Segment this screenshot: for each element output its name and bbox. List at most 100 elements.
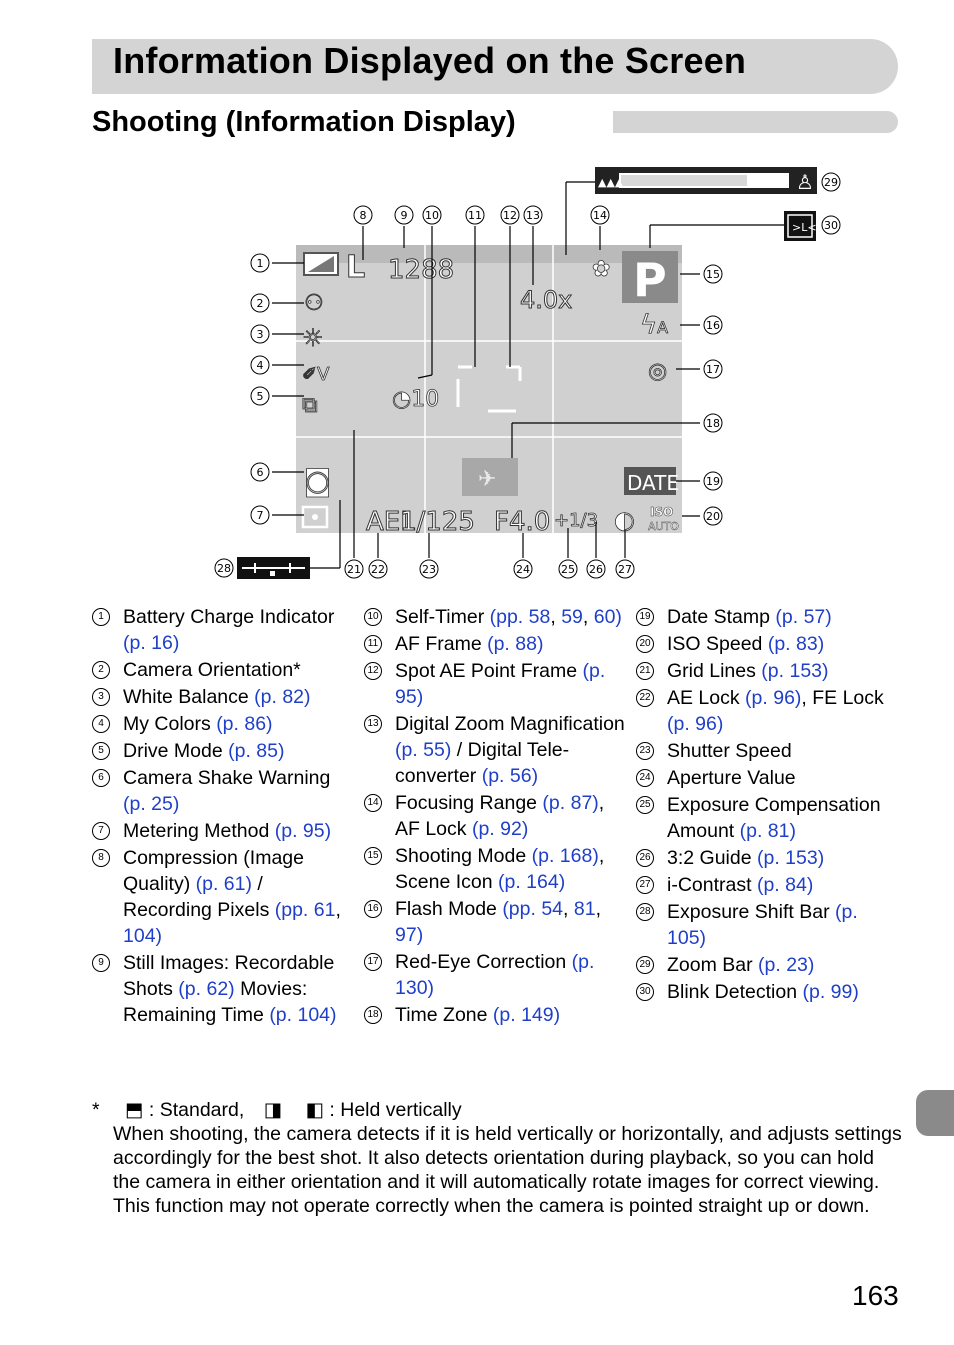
mode-text: P bbox=[633, 253, 667, 307]
svg-text:10: 10 bbox=[425, 209, 439, 222]
legend-number: 24 bbox=[636, 769, 654, 787]
callout-22: 22 bbox=[368, 559, 388, 579]
legend-text: Blink Detection bbox=[667, 981, 803, 1003]
legend-item: 7 Metering Method (p. 95) bbox=[92, 818, 357, 844]
callout-14: 14 bbox=[590, 205, 610, 225]
legend-number: 27 bbox=[636, 876, 654, 894]
page-reference-link[interactable]: (p. 96) bbox=[745, 687, 802, 709]
page-reference-link[interactable]: (p. 153) bbox=[756, 847, 825, 869]
legend-text: Shutter Speed bbox=[667, 740, 792, 762]
legend-text: Battery Charge Indicator bbox=[123, 606, 335, 628]
page-reference-link[interactable]: (p. 105) bbox=[667, 901, 858, 949]
page-reference-link[interactable]: (p. 86) bbox=[216, 713, 273, 735]
legend-item: 24 Aperture Value bbox=[636, 765, 901, 791]
svg-text:4: 4 bbox=[257, 359, 264, 372]
page-reference-link[interactable]: (p. 85) bbox=[228, 740, 285, 762]
page-reference-link[interactable]: (p. 88) bbox=[487, 633, 544, 655]
page-reference-link[interactable]: (p. 81) bbox=[739, 820, 796, 842]
legend-number: 18 bbox=[364, 1006, 382, 1024]
page-reference-link[interactable]: (p. 56) bbox=[481, 765, 539, 787]
svg-text:25: 25 bbox=[561, 563, 575, 576]
page-reference-link[interactable]: (p. 130) bbox=[395, 951, 595, 999]
legend-text: / Recording Pixels bbox=[123, 873, 275, 921]
page-reference-link[interactable]: (p. 62) bbox=[178, 978, 235, 1000]
page-reference-link[interactable]: (p. 61) bbox=[195, 873, 252, 895]
legend-number: 14 bbox=[364, 794, 382, 812]
page-reference-link[interactable]: (p. 99) bbox=[802, 981, 859, 1003]
page-reference-link[interactable]: 60) bbox=[593, 606, 622, 628]
callout-7: 7 bbox=[250, 505, 270, 525]
legend-text: Still Images: Recordable Shots bbox=[123, 952, 335, 1000]
shutter-text: 1/125 bbox=[400, 507, 475, 537]
legend-text: Compression (Image Quality) bbox=[123, 847, 304, 895]
self-timer-icon: ◔10 bbox=[392, 387, 439, 412]
page-reference-link[interactable]: 104) bbox=[123, 925, 163, 947]
legend-text: Metering Method bbox=[123, 820, 275, 842]
legend-number: 10 bbox=[364, 608, 382, 626]
callout-2: 2 bbox=[250, 293, 270, 313]
page-reference-link[interactable]: (pp. 54 bbox=[502, 898, 564, 920]
legend-number: 30 bbox=[636, 983, 654, 1001]
page-reference-link[interactable]: (p. 16) bbox=[123, 632, 180, 654]
svg-text:>L<: >L< bbox=[792, 221, 817, 234]
page-reference-link[interactable]: (p. 23) bbox=[758, 954, 815, 976]
compression-icon: L bbox=[346, 250, 365, 285]
legend-text: Movies: Remaining Time bbox=[123, 978, 308, 1026]
page-reference-link[interactable]: (p. 87) bbox=[542, 792, 599, 814]
page-reference-link[interactable]: 81 bbox=[573, 898, 596, 920]
page-reference-link[interactable]: (p. 25) bbox=[123, 793, 180, 815]
legend-number: 13 bbox=[364, 715, 382, 733]
i-contrast-icon: ◐ bbox=[614, 506, 635, 534]
legend-number: 29 bbox=[636, 956, 654, 974]
page-reference-link[interactable]: (p. 168) bbox=[531, 845, 599, 867]
camera-vertical-right-icon: ◧ bbox=[305, 1099, 324, 1121]
page-reference-link[interactable]: (p. 95) bbox=[274, 820, 332, 842]
page-reference-link[interactable]: (p. 57) bbox=[775, 606, 832, 628]
iso-icon: ISO bbox=[650, 505, 673, 519]
chapter-tab bbox=[916, 1090, 954, 1136]
zoom-bar-icon: ▲▲▲ ♙ bbox=[595, 167, 817, 194]
callout-28: 28 bbox=[214, 558, 234, 578]
legend-text: Spot AE Point Frame bbox=[395, 660, 583, 682]
page-reference-link[interactable]: (p. 96) bbox=[667, 713, 724, 735]
page-reference-link[interactable]: (p. 153) bbox=[761, 660, 829, 682]
legend-text: Aperture Value bbox=[667, 767, 796, 789]
page-reference-link[interactable]: 59 bbox=[561, 606, 583, 628]
callout-13: 13 bbox=[523, 205, 543, 225]
page-reference-link[interactable]: (p. 149) bbox=[492, 1004, 561, 1026]
page-reference-link[interactable]: (p. 55) bbox=[395, 739, 452, 761]
page-reference-link[interactable]: (p. 83) bbox=[767, 633, 825, 655]
page-reference-link[interactable]: (p. 92) bbox=[471, 818, 529, 840]
date-stamp-icon bbox=[624, 467, 676, 495]
page-reference-link[interactable]: (pp. 61 bbox=[274, 899, 336, 921]
camera-vertical-left-icon: ◨ bbox=[263, 1099, 283, 1121]
page-reference-link[interactable]: (p. 84) bbox=[756, 874, 814, 896]
page-reference-link[interactable]: (p. 82) bbox=[254, 686, 311, 708]
svg-text:5: 5 bbox=[257, 390, 264, 403]
legend-text: , FE Lock bbox=[801, 687, 884, 709]
legend-text: Red-Eye Correction bbox=[395, 951, 572, 973]
legend-number: 7 bbox=[92, 822, 110, 840]
legend-text: Exposure Compensation Amount bbox=[667, 794, 881, 842]
exposure-shift-bar-icon bbox=[237, 557, 310, 579]
page-reference-link[interactable]: 97) bbox=[395, 924, 424, 946]
svg-text:28: 28 bbox=[217, 562, 231, 575]
callout-18: 18 bbox=[703, 413, 723, 433]
page-reference-link[interactable]: (p. 104) bbox=[269, 1004, 337, 1026]
legend-text: Camera Orientation* bbox=[123, 659, 301, 681]
page-reference-link[interactable]: (p. 164) bbox=[497, 871, 566, 893]
callout-8: 8 bbox=[353, 205, 373, 225]
af-frame-icon bbox=[456, 365, 522, 413]
page-reference-link[interactable]: (p. 95) bbox=[395, 660, 606, 708]
svg-text:12: 12 bbox=[503, 209, 517, 222]
callout-5: 5 bbox=[250, 386, 270, 406]
page-reference-link[interactable]: (pp. 58 bbox=[489, 606, 551, 628]
svg-text:9: 9 bbox=[401, 209, 408, 222]
